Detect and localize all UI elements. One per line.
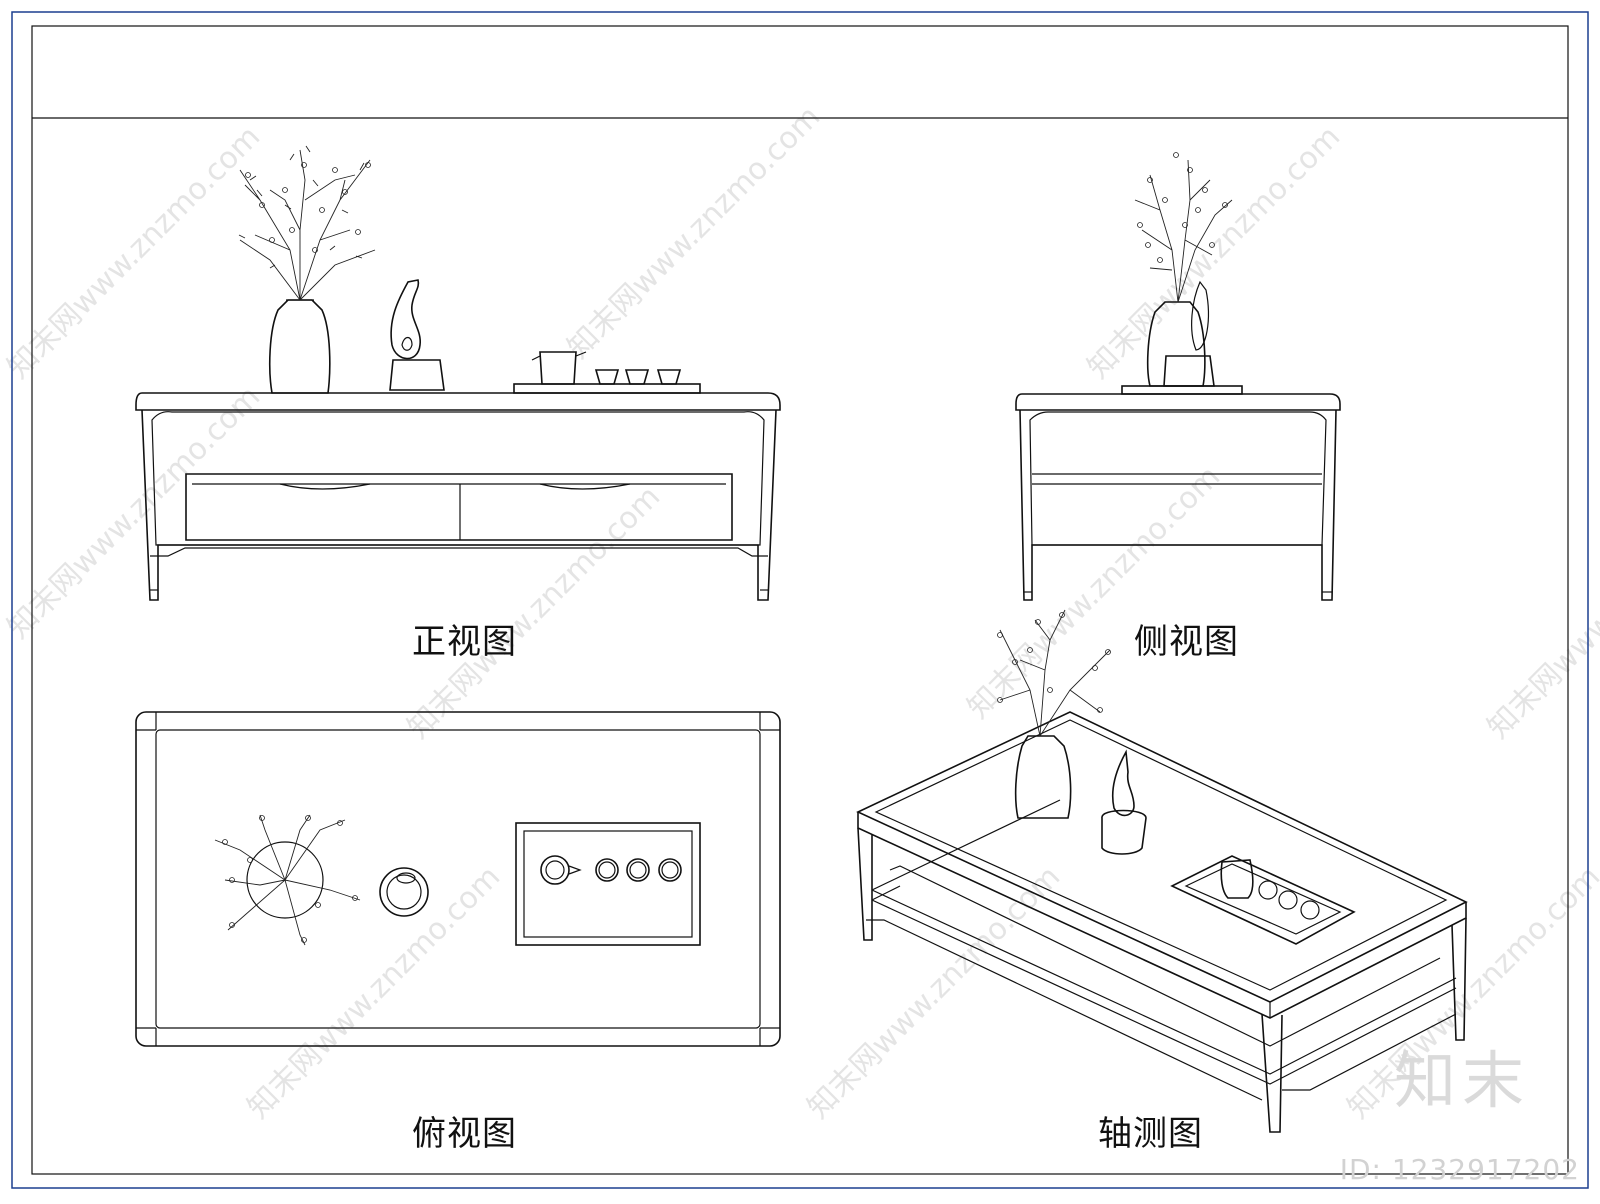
table-front	[135, 392, 781, 601]
watermark-text-8: 知末网www.znzmo.com	[241, 859, 507, 1125]
sculpture-front	[389, 279, 445, 391]
front-view-caption: 正视图	[412, 622, 517, 662]
sculpture-axonometric	[1101, 749, 1147, 855]
plant-top	[214, 814, 361, 946]
watermark-text-7: 知末网www.znzmo.com	[1481, 479, 1600, 745]
tea-tray-top	[515, 822, 701, 946]
watermark-text-9: 知末网www.znzmo.com	[801, 859, 1067, 1125]
top-view	[135, 711, 781, 1047]
tea-set-front	[513, 351, 701, 394]
watermark-logo: 知末	[1393, 1044, 1530, 1117]
watermark-id: ID: 1232917202	[1339, 1153, 1580, 1186]
plant-branches-side	[1134, 152, 1233, 303]
plant-branches-front	[238, 145, 376, 301]
table-top-outline	[135, 711, 781, 1047]
watermark-text-6: 知末网www.znzmo.com	[961, 459, 1227, 725]
table-side	[1015, 385, 1341, 601]
plant-branches-axonometric	[997, 609, 1111, 737]
table-axonometric	[856, 711, 1468, 1133]
watermark-text-4: 知末网www.znzmo.com	[1, 379, 267, 645]
side-view-caption: 侧视图	[1134, 622, 1239, 662]
watermark-text-2: 知末网www.znzmo.com	[561, 99, 827, 365]
watermark-text-1: 知末网www.znzmo.com	[1, 119, 267, 385]
sheet-frame	[11, 11, 1589, 1189]
watermark-text-3: 知末网www.znzmo.com	[1081, 119, 1347, 385]
watermark-text-5: 知末网www.znzmo.com	[401, 479, 667, 745]
axonometric-view-caption: 轴测图	[1098, 1114, 1203, 1154]
sculpture-top	[379, 867, 429, 917]
side-view	[1015, 152, 1341, 601]
front-view	[135, 145, 781, 601]
vase-axonometric	[1014, 735, 1072, 819]
vase-front	[268, 299, 331, 394]
top-view-caption: 俯视图	[412, 1114, 517, 1154]
tea-tray-axonometric	[1170, 855, 1356, 945]
axonometric-view	[856, 609, 1468, 1133]
